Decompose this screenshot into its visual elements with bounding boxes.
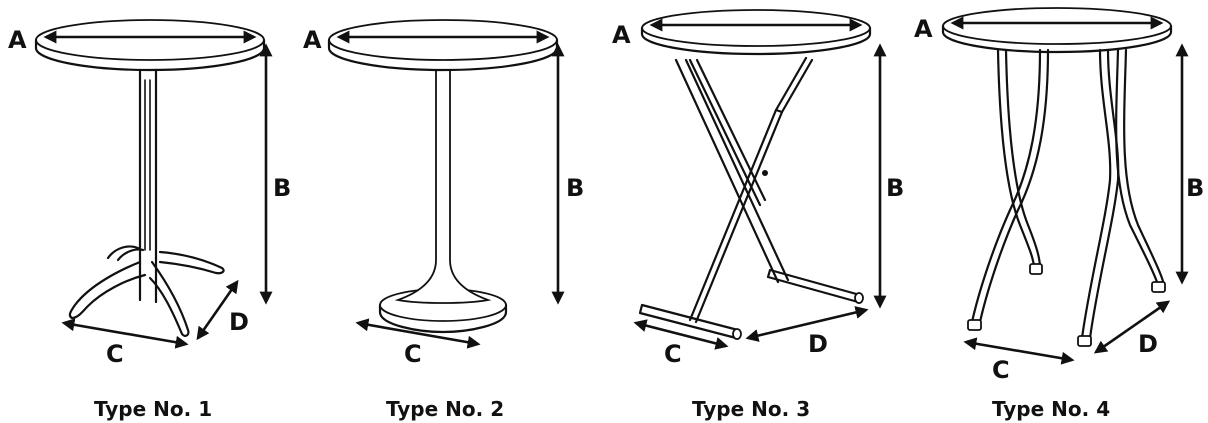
table-4-type-label: Type No. 4 [992,397,1110,421]
table-4-label-b: B [1186,174,1204,202]
table-1-type-label: Type No. 1 [94,397,212,421]
table-2-drawing [327,19,565,349]
table-4-label-d: D [1138,330,1158,358]
table-3-label-b: B [886,174,904,202]
table-3-drawing [633,9,887,350]
table-1-drawing [34,19,273,349]
table-type-4: A B C D Type No. 4 [914,7,1204,421]
table-3-type-label: Type No. 3 [692,397,810,421]
table-type-1: A B C D Type No. 1 [8,19,291,421]
table-1-label-c: C [106,340,124,368]
table-1-label-d: D [229,308,249,336]
table-4-drawing [941,7,1189,365]
table-3-label-c: C [664,340,682,368]
table-4-label-c: C [992,356,1010,384]
table-1-label-b: B [273,174,291,202]
table-type-3: A B C D Type No. 3 [612,9,904,421]
table-2-label-c: C [404,340,422,368]
table-3-label-d: D [808,330,828,358]
table-1-label-a: A [8,26,27,54]
table-2-type-label: Type No. 2 [386,397,504,421]
table-2-label-a: A [303,26,322,54]
table-4-label-a: A [914,15,933,43]
table-2-label-b: B [566,174,584,202]
table-type-2: A B C Type No. 2 [303,19,584,421]
table-3-label-a: A [612,21,631,49]
